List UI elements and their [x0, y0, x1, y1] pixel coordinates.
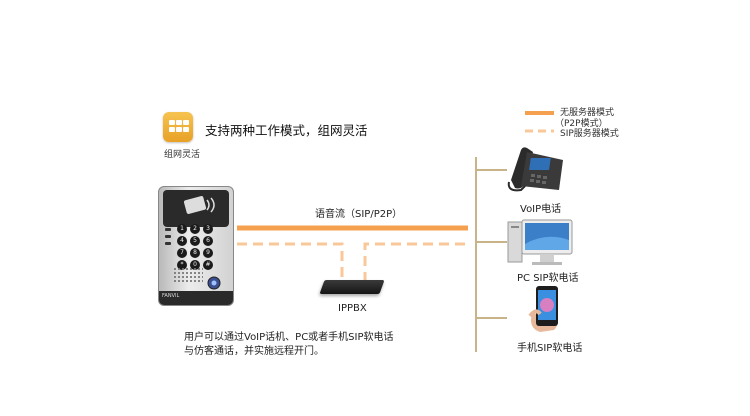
speaker-grille [173, 267, 203, 283]
keypad-key: 5 [190, 236, 200, 246]
brand-label: FANVIL [162, 293, 180, 299]
ippbx-device [319, 280, 385, 294]
mobile-phone-icon [528, 286, 558, 332]
keypad-key: 8 [190, 248, 200, 258]
description-line-1: 用户可以通过VoIP话机、PC或者手机SIP软电话 [184, 332, 394, 343]
intercom-base: FANVIL [159, 291, 233, 305]
app-grid-icon [163, 112, 193, 142]
keypad-key: # [203, 260, 213, 270]
ippbx-label: IPPBX [338, 303, 367, 314]
keypad-key: 0 [190, 260, 200, 270]
keypad-key: 9 [203, 248, 213, 258]
description-line-2: 与仿客通话，并实施远程开门。 [184, 346, 324, 357]
sip-dashed-line-right [363, 242, 468, 282]
sip-dashed-line-left [237, 242, 344, 282]
keypad-key: 1 [177, 224, 187, 234]
pc-sip-label: PC SIP软电话 [517, 273, 579, 284]
voip-phone-icon [507, 147, 563, 192]
keypad-key: 4 [177, 236, 187, 246]
keypad-key: 3 [203, 224, 213, 234]
card-swipe-icon [183, 196, 215, 214]
pc-icon [507, 219, 573, 265]
keypad-key: 6 [203, 236, 213, 246]
keypad-key: * [177, 260, 187, 270]
mobile-sip-label: 手机SIP软电话 [517, 343, 583, 354]
legend-dashed-label: SIP服务器模式 [560, 129, 619, 139]
camera-icon [207, 276, 221, 290]
voice-flow-label: 语音流（SIP/P2P） [315, 209, 403, 220]
card-reader-panel [163, 190, 229, 227]
keypad-key: 7 [177, 248, 187, 258]
legend-solid-label: 无服务器模式 [560, 108, 615, 118]
app-icon-caption: 组网灵活 [164, 150, 201, 160]
keypad-key: 2 [190, 224, 200, 234]
page-heading: 支持两种工作模式，组网灵活 [205, 123, 368, 138]
legend-solid-sub: （P2P模式） [555, 119, 608, 129]
voip-phone-label: VoIP电话 [520, 204, 562, 215]
